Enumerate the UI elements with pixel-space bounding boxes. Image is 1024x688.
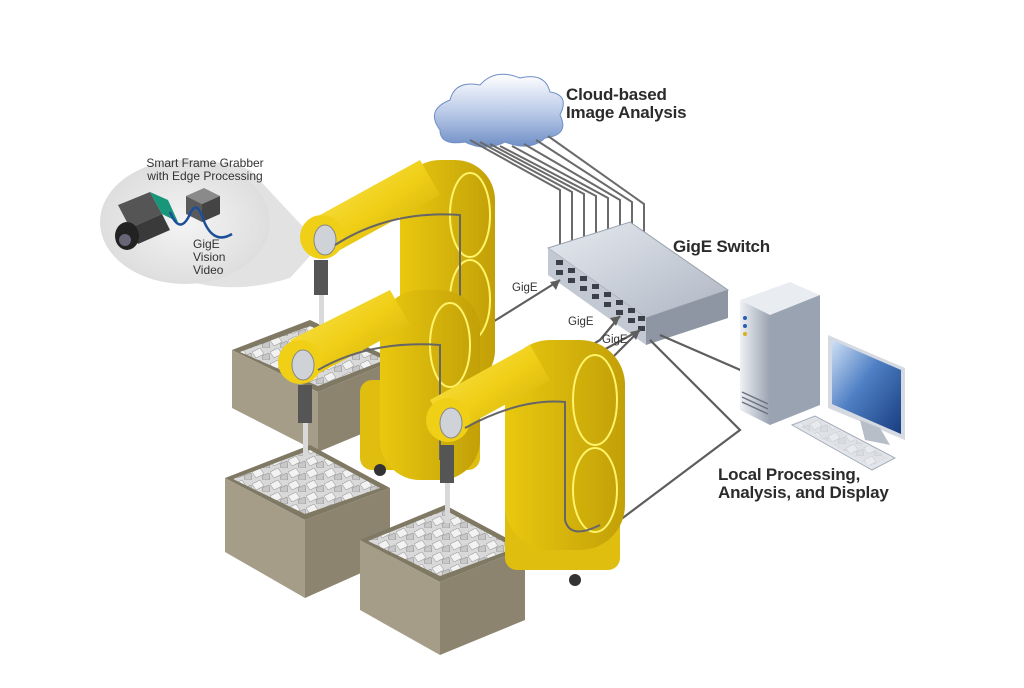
video-label-line-3: Video: [193, 262, 224, 277]
gige-link-label-3: GigE: [602, 334, 628, 346]
local-label-line-1: Local Processing,: [718, 465, 861, 484]
frame-grabber-label: Smart Frame Grabber with Edge Processing: [140, 157, 270, 183]
local-label-line-2: Analysis, and Display: [718, 483, 889, 503]
cloud-icon: [433, 73, 564, 148]
keyboard-icon: [790, 415, 897, 471]
parts-bin-2: [225, 445, 390, 598]
frame-grabber-label-line-2: with Edge Processing: [147, 168, 263, 183]
pc-link-2: [659, 333, 746, 374]
desktop-computer-icon: [740, 282, 820, 425]
network-switch-icon: [546, 221, 730, 345]
frame-grabber-label-line-1: Smart Frame Grabber: [146, 156, 264, 170]
pc-link: [619, 339, 742, 521]
monitor-icon: [828, 335, 905, 445]
robot-arm-3: [426, 340, 625, 586]
cloud-label: Cloud-based Image Analysis: [566, 85, 687, 123]
gige-link-label-2: GigE: [568, 316, 594, 328]
parts-bin-3: [360, 505, 525, 655]
gige-arrowheads: [550, 280, 640, 340]
video-label-line-2: Vision: [193, 249, 226, 264]
cloud-label-line-2: Image Analysis: [566, 103, 687, 123]
switch-label: GigE Switch: [673, 237, 770, 256]
video-cable: [168, 206, 233, 239]
video-label: GigE Vision Video: [193, 238, 225, 277]
gige-link-label-1: GigE: [512, 282, 538, 294]
video-label-line-1: GigE: [193, 237, 220, 251]
local-processing-label: Local Processing, Analysis, and Display: [718, 465, 889, 503]
cloud-label-line-1: Cloud-based: [566, 85, 667, 104]
